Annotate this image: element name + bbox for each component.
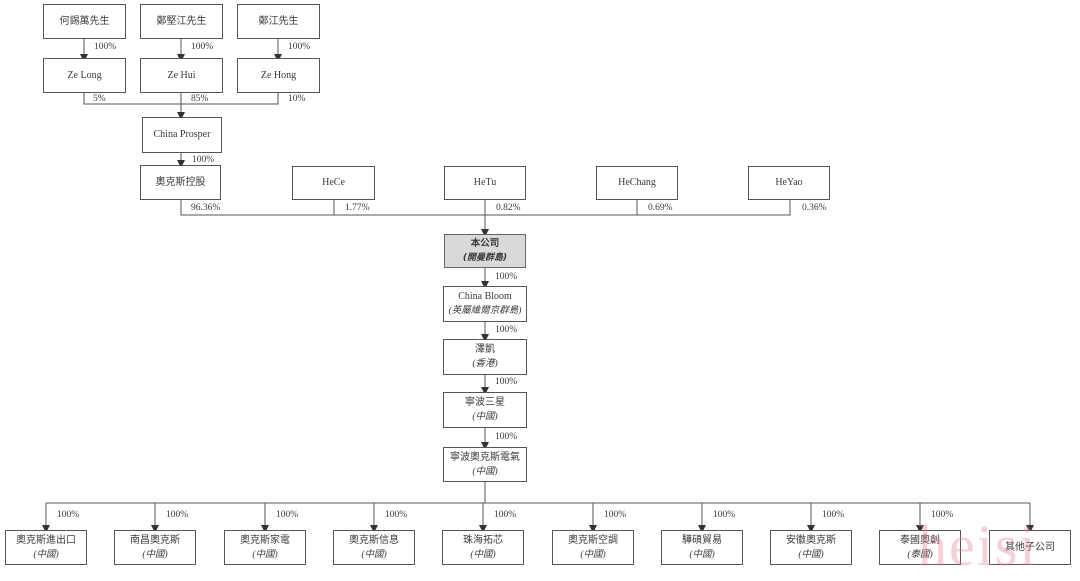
ningbo-aux-electric-box: 寧波奧克斯電氣 (中國) [443,447,527,482]
entity-name: 澤凱 [475,344,495,355]
subsidiary-box: 奧克斯信息 (中國) [333,530,415,565]
shareholder-name: 奧克斯控股 [155,176,206,188]
ownership-pct: 100% [57,510,80,520]
subsidiary-jurisdiction: (泰國) [907,549,933,560]
ownership-pct: 100% [385,510,408,520]
shareholder-name: HeCe [322,177,345,188]
shareholder-box-aux-holdings: 奧克斯控股 [140,165,221,200]
china-prosper-name: China Prosper [153,129,211,140]
ownership-pct: 100% [495,272,518,282]
subsidiary-box: 南昌奧克斯 (中國) [114,530,196,565]
ownership-pct: 100% [494,510,517,520]
founder-box-he-xiwan: 何錫萬先生 [43,4,126,39]
founder-box-zheng-jianjiang: 鄭堅江先生 [140,4,223,39]
company-name: 本公司 [470,238,500,249]
ownership-pct: 100% [166,510,189,520]
shareholder-box-heyao: HeYao [748,166,830,200]
subsidiary-box: 安徽奧克斯 (中國) [770,530,852,565]
subsidiary-name: 奧克斯信息 [349,534,399,546]
subsidiary-jurisdiction: (中國) [361,549,387,560]
ownership-pct: 100% [94,42,117,52]
entity-name: 寧波奧克斯電氣 [450,451,520,463]
ownership-pct: 1.77% [345,203,370,213]
company-jurisdiction: (開曼群島) [462,253,508,263]
subsidiary-jurisdiction: (中國) [33,549,59,560]
subsidiary-jurisdiction: (中國) [252,549,278,560]
ownership-pct: 100% [191,42,214,52]
subsidiary-box: 奧克斯空調 (中國) [552,530,634,565]
holdco-box-ze-hui: Ze Hui [140,58,223,93]
subsidiary-jurisdiction: (中國) [470,549,496,560]
ownership-pct: 100% [495,432,518,442]
subsidiary-name: 奧克斯進出口 [16,534,76,546]
entity-name: China Bloom [458,291,512,302]
entity-jurisdiction: (香港) [472,359,498,369]
subsidiary-box: 其他子公司 [989,530,1071,565]
ownership-pct: 0.36% [802,203,827,213]
holdco-name: Ze Hui [167,69,196,81]
shareholder-box-hece: HeCe [292,166,375,200]
shareholder-name: HeYao [775,177,803,188]
founder-name: 何錫萬先生 [59,15,110,27]
subsidiary-name: 驊碩貿易 [682,534,722,546]
holdco-name: Ze Long [67,69,102,81]
subsidiary-jurisdiction: (中國) [142,549,168,560]
ownership-pct: 0.69% [648,203,673,213]
ownership-pct: 5% [93,94,106,104]
holdco-name: Ze Hong [260,69,297,81]
subsidiary-jurisdiction: (中國) [798,549,824,560]
subsidiary-jurisdiction: (中國) [689,549,715,560]
shareholder-box-hechang: HeChang [596,166,678,200]
shareholder-name: HeChang [618,177,656,188]
ownership-pct: 100% [931,510,954,520]
holdco-box-ze-hong: Ze Hong [237,58,320,93]
ningbo-sanxing-box: 寧波三星 (中國) [443,392,527,428]
founder-name: 鄭江先生 [258,15,299,27]
subsidiary-name: 珠海拓芯 [463,534,503,546]
entity-jurisdiction: (英屬維爾京群島) [448,306,522,316]
ownership-pct: 96.36% [191,203,221,213]
ownership-pct: 100% [495,325,518,335]
subsidiary-jurisdiction: (中國) [580,549,606,560]
zekai-box: 澤凱 (香港) [443,339,527,375]
china-prosper-box: China Prosper [142,117,222,153]
subsidiary-name: 泰國奧創 [900,534,940,546]
subsidiary-box: 珠海拓芯 (中國) [442,530,524,565]
subsidiary-box: 驊碩貿易 (中國) [661,530,743,565]
ownership-pct: 100% [288,42,311,52]
shareholder-name: HeTu [473,177,497,188]
ownership-pct: 100% [495,377,518,387]
subsidiary-name: 奧克斯家電 [240,534,290,546]
founder-box-zheng-jiang: 鄭江先生 [237,4,320,39]
subsidiary-name: 南昌奧克斯 [130,534,180,546]
founder-name: 鄭堅江先生 [156,15,207,27]
subsidiary-name: 安徽奧克斯 [786,534,836,546]
holdco-box-ze-long: Ze Long [43,58,126,93]
ownership-pct: 10% [288,94,306,104]
subsidiary-box: 奧克斯進出口 (中國) [5,530,87,565]
entity-jurisdiction: (中國) [472,412,498,422]
ownership-pct: 100% [822,510,845,520]
subsidiary-box: 奧克斯家電 (中國) [224,530,306,565]
subsidiary-box: 泰國奧創 (泰國) [879,530,961,565]
china-bloom-box: China Bloom (英屬維爾京群島) [443,286,527,322]
company-box: 本公司 (開曼群島) [444,234,526,268]
ownership-pct: 100% [713,510,736,520]
subsidiary-name: 奧克斯空調 [568,534,618,546]
ownership-pct: 100% [604,510,627,520]
ownership-pct: 100% [192,155,215,165]
entity-jurisdiction: (中國) [472,466,498,477]
ownership-pct: 100% [276,510,299,520]
subsidiary-name: 其他子公司 [1005,541,1055,553]
entity-name: 寧波三星 [465,397,505,408]
ownership-pct: 0.82% [496,203,521,213]
ownership-pct: 85% [191,94,209,104]
shareholder-box-hetu: HeTu [444,166,526,200]
